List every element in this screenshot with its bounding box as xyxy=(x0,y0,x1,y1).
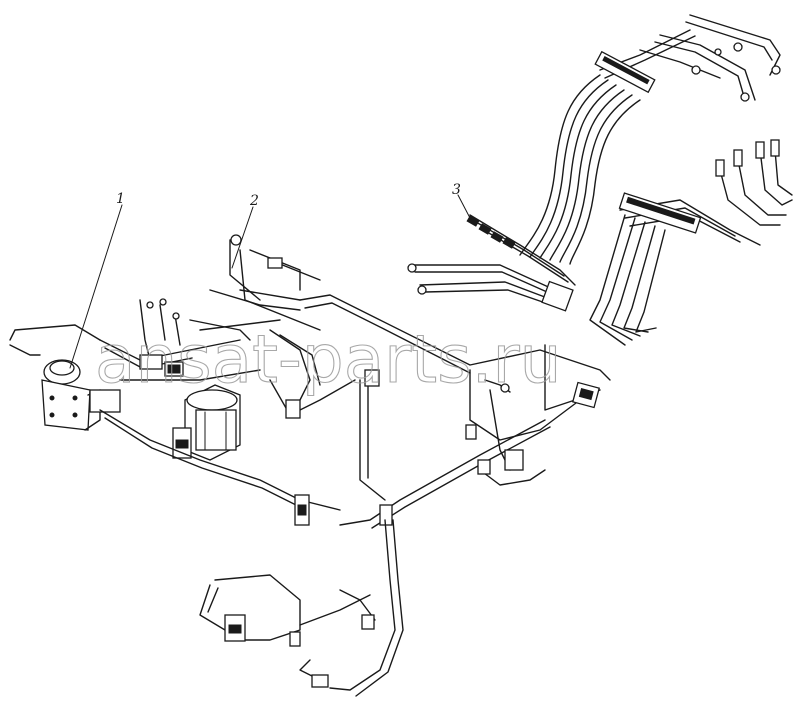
connector-row-3 xyxy=(466,215,516,249)
right-lower-fittings xyxy=(285,369,601,486)
callout-1-label: 1 xyxy=(116,191,125,207)
component-1 xyxy=(9,324,101,431)
callout-1: 1 xyxy=(69,191,125,369)
callout-2: 2 xyxy=(231,193,259,269)
callout-3: 3 xyxy=(452,182,471,219)
upper-pipe-bundle xyxy=(519,14,781,265)
callout-2-label: 2 xyxy=(249,193,259,209)
right-pipe-bundle xyxy=(589,139,793,346)
watermark-text: ansat-parts.ru xyxy=(95,321,561,398)
left-valve-cluster xyxy=(89,234,283,413)
bottom-pipeline xyxy=(199,519,404,697)
callout-3-label: 3 xyxy=(452,182,461,198)
central-cylinder xyxy=(172,384,241,461)
hose-bundle-3 xyxy=(407,214,576,312)
